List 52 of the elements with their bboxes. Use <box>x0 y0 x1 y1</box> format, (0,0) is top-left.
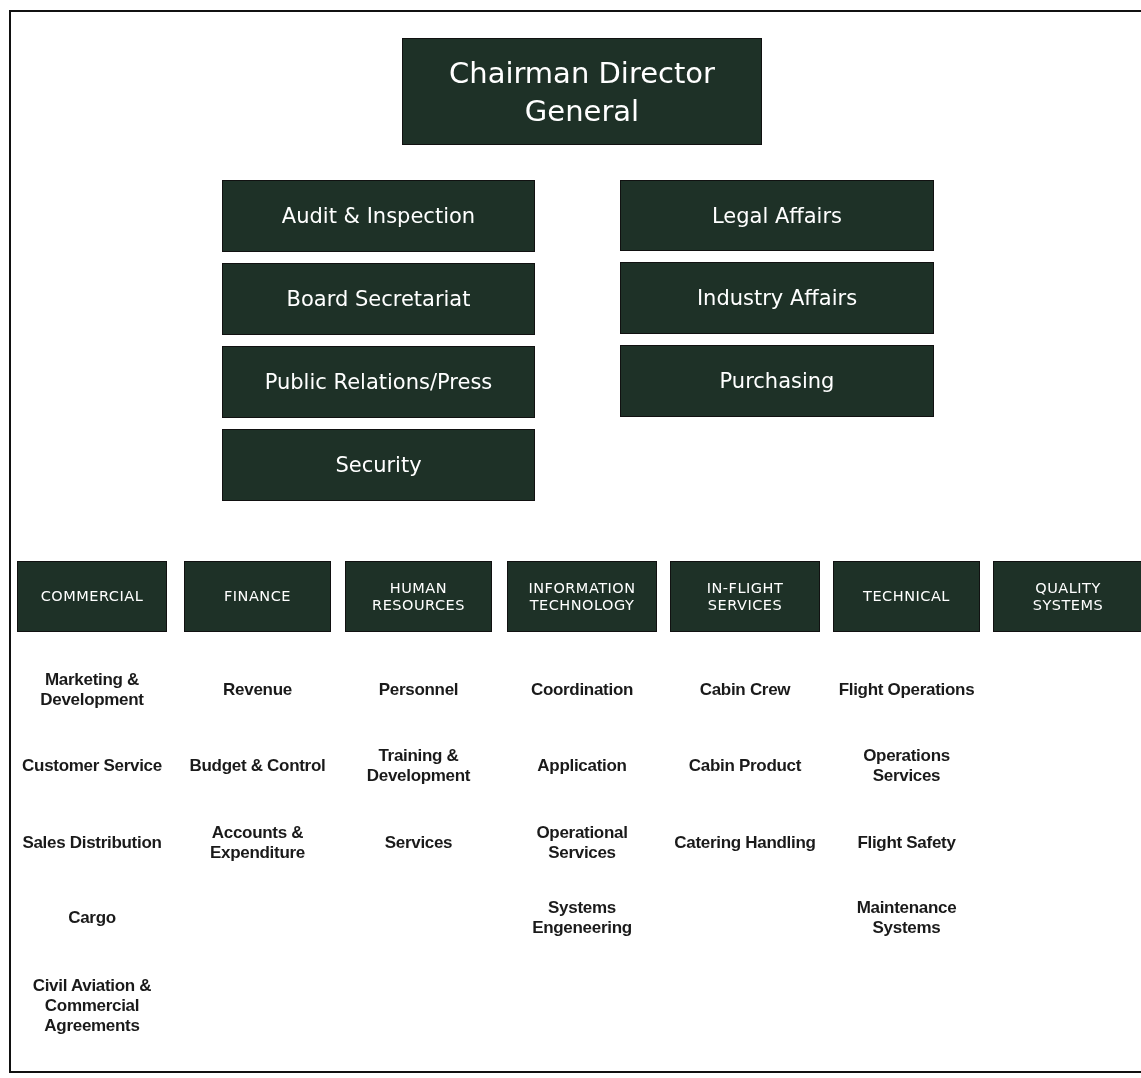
sub-unit-label: Cabin Product <box>687 756 803 776</box>
unit-box <box>222 263 535 335</box>
sub-unit-label: Application <box>536 756 628 776</box>
unit-title: COMMERCIAL <box>39 588 145 605</box>
unit-title: Board Secretariat <box>286 287 471 311</box>
sub-unit-label: Systems Engeneering <box>531 898 633 938</box>
sub-unit-label: Cabin Crew <box>698 680 792 700</box>
unit-box <box>620 345 934 417</box>
unit-title: Industry Affairs <box>696 286 858 310</box>
unit-title: INFORMATION TECHNOLOGY <box>527 579 637 614</box>
unit-box <box>222 180 535 252</box>
sub-unit-label: Revenue <box>222 680 293 700</box>
sub-unit-label: Personnel <box>377 680 460 700</box>
unit-title: HUMAN RESOURCES <box>371 579 466 614</box>
unit-box <box>402 38 762 145</box>
unit-box <box>222 429 535 501</box>
sub-unit-label: Flight Safety <box>856 833 957 853</box>
sub-unit-label: Flight Operations <box>837 680 976 700</box>
unit-title: Audit & Inspection <box>281 204 476 228</box>
unit-box <box>507 561 657 632</box>
sub-unit-label: Catering Handling <box>673 833 817 853</box>
unit-box <box>620 262 934 334</box>
unit-box <box>345 561 492 632</box>
sub-unit-label: Civil Aviation & Commercial Agreements <box>31 976 153 1036</box>
unit-box <box>184 561 331 632</box>
sub-unit-label: Training & Development <box>365 746 472 786</box>
unit-box <box>993 561 1141 632</box>
sub-unit-label: Maintenance Systems <box>855 898 958 938</box>
sub-unit-label: Budget & Control <box>188 756 327 776</box>
unit-title: Legal Affairs <box>711 203 843 228</box>
sub-unit-label: Cargo <box>67 908 117 928</box>
sub-unit-label: Coordination <box>529 680 635 700</box>
unit-title: FINANCE <box>223 588 292 605</box>
unit-title: Public Relations/Press <box>264 370 493 394</box>
sub-unit-label: Customer Service <box>21 756 163 776</box>
unit-title: Security <box>335 453 422 477</box>
sub-unit-label: Sales Distribution <box>21 833 163 853</box>
unit-title: Purchasing <box>719 369 835 393</box>
sub-unit-label: Operational Services <box>535 823 629 863</box>
unit-box <box>620 180 934 251</box>
unit-title: TECHNICAL <box>862 588 951 605</box>
unit-title: Chairman Director General <box>448 54 716 130</box>
sub-unit-label: Services <box>383 833 454 853</box>
unit-box <box>670 561 820 632</box>
unit-box <box>17 561 167 632</box>
unit-title: QUALITY SYSTEMS <box>1031 579 1105 614</box>
sub-unit-label: Marketing & Development <box>39 670 145 710</box>
unit-title: IN-FLIGHT SERVICES <box>705 579 785 614</box>
sub-unit-label: Accounts & Expenditure <box>209 823 306 863</box>
unit-box <box>833 561 980 632</box>
sub-unit-label: Operations Services <box>862 746 951 786</box>
unit-box <box>222 346 535 418</box>
